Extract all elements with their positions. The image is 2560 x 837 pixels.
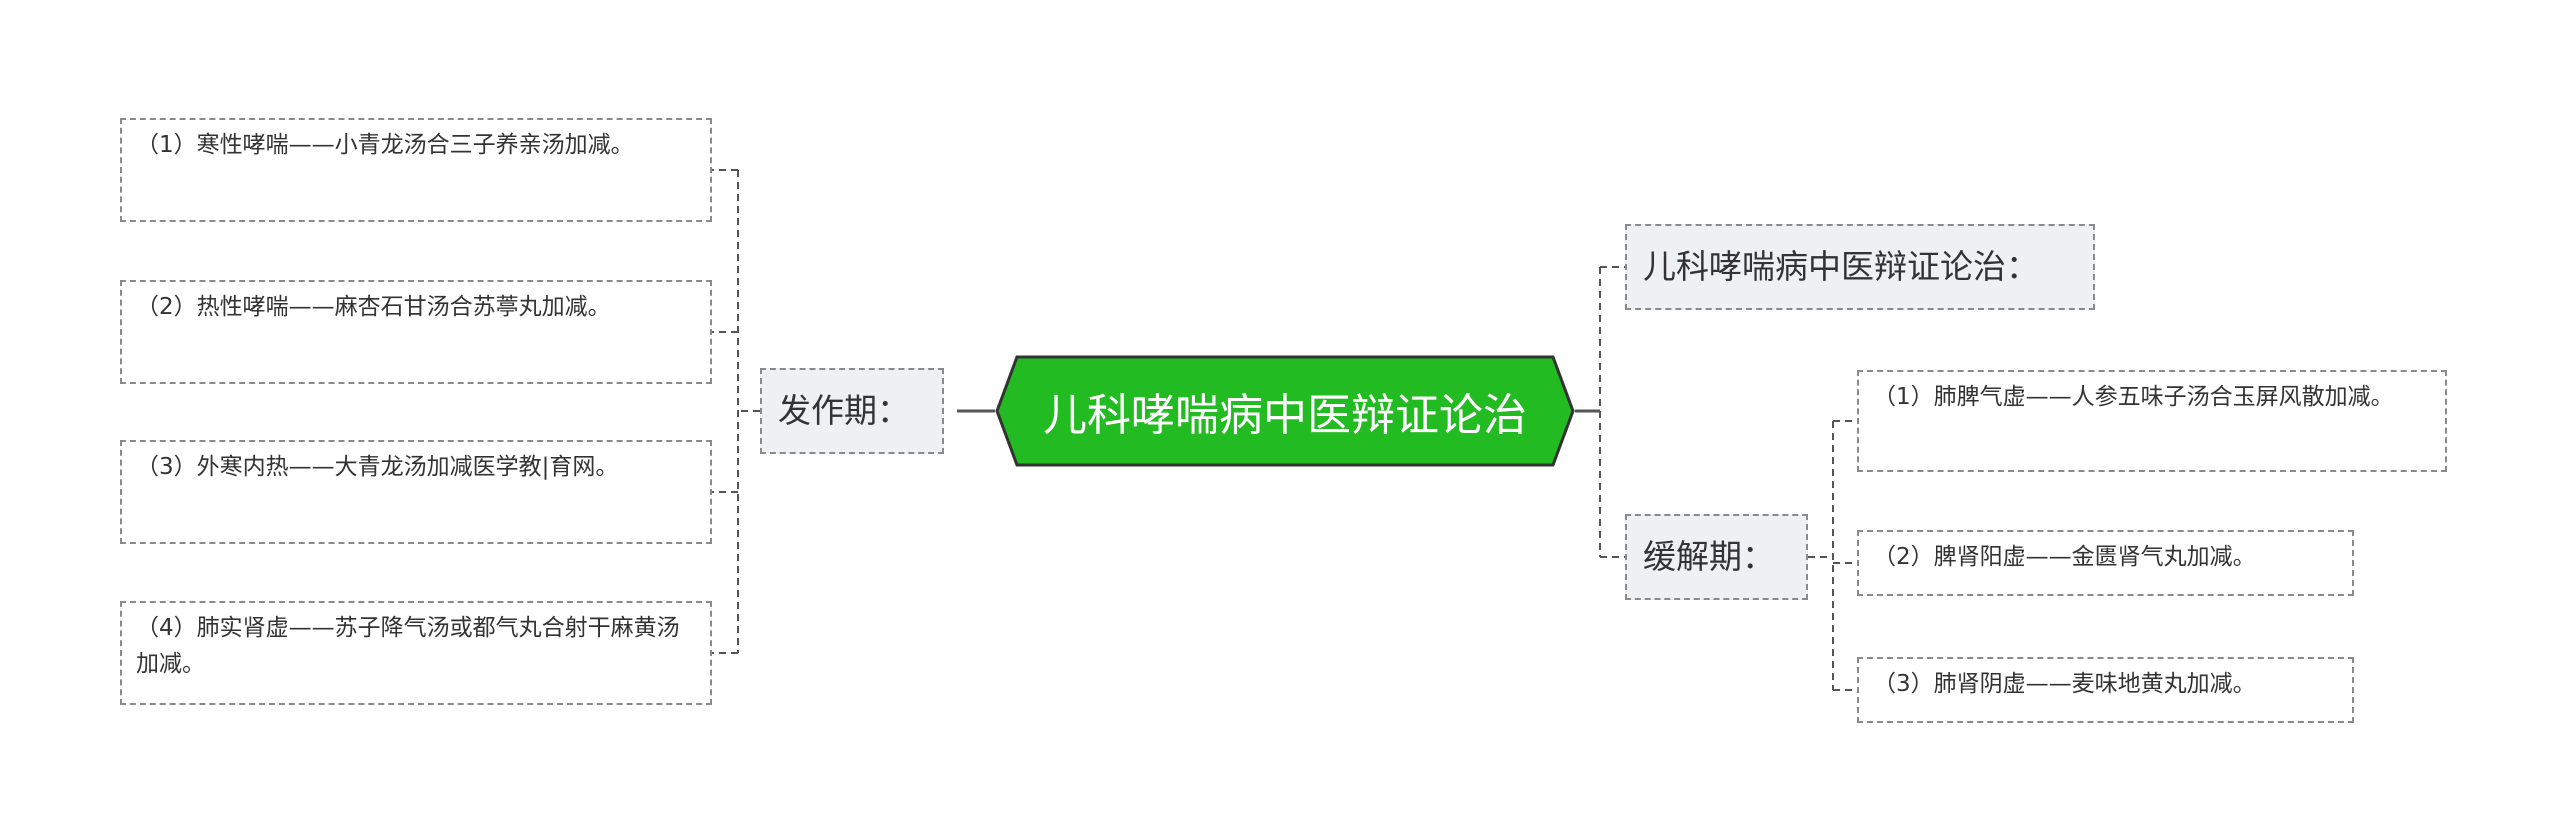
left-item-1-label: （1）寒性哮喘——小青龙汤合三子养亲汤加减。: [136, 132, 634, 158]
left-branch-label: 发作期：: [778, 391, 910, 430]
left-item-3[interactable]: （3）外寒内热——大青龙汤加减医学教|育网。: [120, 440, 712, 544]
left-item-2-label: （2）热性哮喘——麻杏石甘汤合苏葶丸加减。: [136, 294, 611, 320]
root-node[interactable]: 儿科哮喘病中医辩证论治: [995, 355, 1575, 467]
left-item-3-label: （3）外寒内热——大青龙汤加减医学教|育网。: [136, 454, 619, 480]
left-item-1[interactable]: （1）寒性哮喘——小青龙汤合三子养亲汤加减。: [120, 118, 712, 222]
left-branch-node[interactable]: 发作期：: [760, 368, 944, 454]
right-item-2-label: （2）脾肾阳虚——金匮肾气丸加减。: [1873, 544, 2256, 570]
right-item-1[interactable]: （1）肺脾气虚——人参五味子汤合玉屏风散加减。: [1857, 370, 2447, 472]
root-shape: [995, 355, 1575, 467]
right-item-3[interactable]: （3）肺肾阴虚——麦味地黄丸加减。: [1857, 657, 2354, 723]
left-item-4-label: （4）肺实肾虚——苏子降气汤或都气丸合射干麻黄汤加减。: [136, 615, 680, 677]
root-label: 儿科哮喘病中医辩证论治: [1043, 390, 1527, 441]
left-item-4[interactable]: （4）肺实肾虚——苏子降气汤或都气丸合射干麻黄汤加减。: [120, 601, 712, 705]
right-item-1-label: （1）肺脾气虚——人参五味子汤合玉屏风散加减。: [1873, 384, 2394, 410]
right-top-node[interactable]: 儿科哮喘病中医辩证论治：: [1625, 224, 2095, 310]
right-branch-node[interactable]: 缓解期：: [1625, 514, 1808, 600]
right-branch-label: 缓解期：: [1643, 537, 1775, 576]
right-item-3-label: （3）肺肾阴虚——麦味地黄丸加减。: [1873, 671, 2256, 697]
right-item-2[interactable]: （2）脾肾阳虚——金匮肾气丸加减。: [1857, 530, 2354, 596]
left-item-2[interactable]: （2）热性哮喘——麻杏石甘汤合苏葶丸加减。: [120, 280, 712, 384]
right-top-label: 儿科哮喘病中医辩证论治：: [1643, 247, 2039, 286]
